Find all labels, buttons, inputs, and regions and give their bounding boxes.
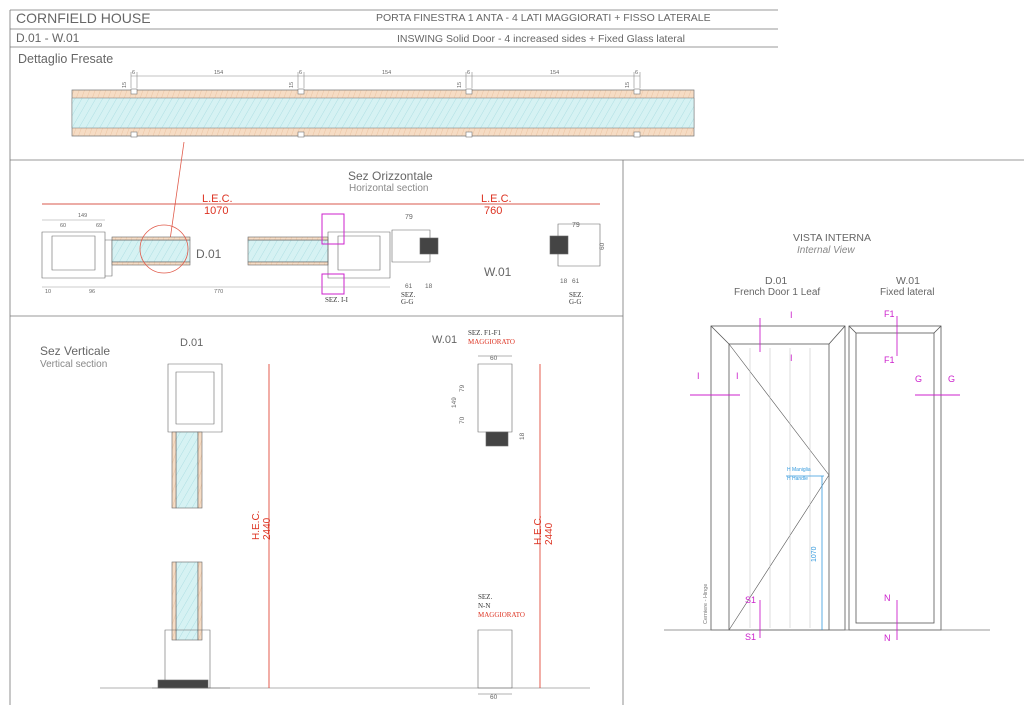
interior-fixed-code: W.01 (896, 275, 920, 287)
hec1-value: 2440 (262, 517, 273, 540)
hdim-79a: 79 (405, 214, 413, 221)
vdim-149: 149 (451, 397, 458, 408)
hdim-96: 96 (89, 289, 95, 295)
marker-f1-bottom: F1 (884, 355, 895, 365)
vertical-section-title: Sez Verticale (40, 344, 111, 358)
marker-i-bottom: I (790, 353, 793, 363)
sez-nn-label-2: N-N (478, 602, 491, 610)
interior-view (664, 325, 990, 631)
title-italian: PORTA FINESTRA 1 ANTA - 4 LATI MAGGIORAT… (376, 12, 711, 24)
vdim-18: 18 (519, 432, 526, 440)
detail-dim-154a: 154 (214, 70, 223, 76)
hdim-61b: 61 (572, 278, 580, 285)
vertical-section-subtitle: Vertical section (40, 359, 108, 370)
marker-s1-top: S1 (745, 595, 757, 605)
vertical-d01-label: D.01 (180, 337, 204, 349)
marker-i-left2: I (736, 371, 739, 381)
horizontal-section-title: Sez Orizzontale (348, 169, 433, 183)
detail-dims: 6 154 6 154 6 154 6 15 15 15 15 (122, 70, 638, 88)
handle-height (786, 475, 824, 630)
detail-dim-15c: 15 (457, 82, 463, 88)
detail-dim-154c: 154 (550, 70, 559, 76)
hdim-69: 69 (96, 223, 102, 229)
hinge-label: Cerniere - Hinge (703, 583, 709, 624)
horizontal-dims: 149 60 69 79 79 61 18 61 18 60 96 770 10 (45, 213, 606, 295)
drawing-code: D.01 - W.01 (16, 31, 80, 45)
title-english: INSWING Solid Door - 4 increased sides +… (397, 33, 685, 45)
project-title: CORNFIELD HOUSE (16, 10, 151, 26)
sez-f1-label: SEZ. F1-F1 (468, 329, 502, 337)
sez-nn-label-1: SEZ. (478, 593, 493, 601)
sez-gg-label-a: SEZ. G-G (401, 291, 416, 306)
vdim-60b: 60 (490, 694, 498, 701)
marker-i-left: I (697, 371, 700, 381)
interior-door-name: French Door 1 Leaf (734, 287, 821, 298)
horizontal-d01-label: D.01 (196, 247, 222, 261)
hec2-value: 2440 (544, 522, 555, 545)
handle-label-en: H Handle (787, 476, 808, 482)
marker-g-left: G (915, 374, 923, 384)
hdim-60: 60 (60, 223, 66, 229)
detail-dim-154b: 154 (382, 70, 391, 76)
horizontal-w01-label: W.01 (484, 265, 512, 279)
marker-i-top: I (790, 310, 793, 320)
hdim-149: 149 (78, 213, 87, 219)
vdim-60a: 60 (490, 355, 498, 362)
hdim-770: 770 (214, 289, 223, 295)
vdim-70: 70 (459, 416, 466, 424)
detail-dim-6a: 6 (132, 70, 135, 76)
hec1-label: H.E.C. (251, 510, 262, 540)
sez-gg-label-b: SEZ. G-G (569, 291, 584, 306)
detail-dim-6b: 6 (299, 70, 302, 76)
interior-door-code: D.01 (765, 275, 788, 287)
marker-f1-top: F1 (884, 309, 895, 319)
hec-dim-lines (268, 364, 541, 688)
hdim-18a: 18 (425, 283, 433, 290)
detail-dim-6c: 6 (467, 70, 470, 76)
hdim-10: 10 (45, 289, 51, 295)
sez-ii-label: SEZ. I-I (325, 296, 348, 304)
maggiorato-label-2: MAGGIORATO (478, 611, 525, 619)
interior-title: VISTA INTERNA (793, 232, 871, 244)
horizontal-section (41, 203, 601, 295)
handle-label-it: H Maniglia (787, 467, 811, 473)
detail-dim-15b: 15 (289, 82, 295, 88)
vdim-79: 79 (459, 384, 466, 392)
detail-dim-6d: 6 (635, 70, 638, 76)
interior-fixed-name: Fixed lateral (880, 287, 935, 298)
hdim-60b: 60 (599, 242, 606, 250)
horizontal-section-subtitle: Horizontal section (349, 183, 429, 194)
detail-label: Dettaglio Fresate (18, 52, 114, 66)
maggiorato-label-1: MAGGIORATO (468, 338, 515, 346)
lec2-value: 760 (484, 205, 503, 217)
vertical-dims: 60 79 149 70 18 60 (451, 355, 526, 701)
detail-dim-15d: 15 (625, 82, 631, 88)
marker-n-bottom: N (884, 633, 891, 643)
vertical-w01-label: W.01 (432, 334, 458, 346)
interior-subtitle: Internal View (797, 245, 855, 256)
handle-height-value: 1070 (811, 546, 818, 562)
interior-markers (690, 316, 960, 640)
marker-g-right: G (948, 374, 956, 384)
hec2-label: H.E.C. (533, 515, 544, 545)
detail-dim-15a: 15 (122, 82, 128, 88)
sheet-borders (9, 9, 1024, 705)
vertical-section (100, 355, 590, 695)
marker-n-top: N (884, 593, 891, 603)
detail-strip (71, 72, 695, 241)
lec2-label: L.E.C. (481, 193, 512, 205)
lec1-value: 1070 (204, 205, 229, 217)
hdim-61a: 61 (405, 283, 413, 290)
hdim-18b: 18 (560, 278, 568, 285)
marker-s1-bottom: S1 (745, 632, 757, 642)
lec1-label: L.E.C. (202, 193, 233, 205)
hdim-79b: 79 (572, 222, 580, 229)
